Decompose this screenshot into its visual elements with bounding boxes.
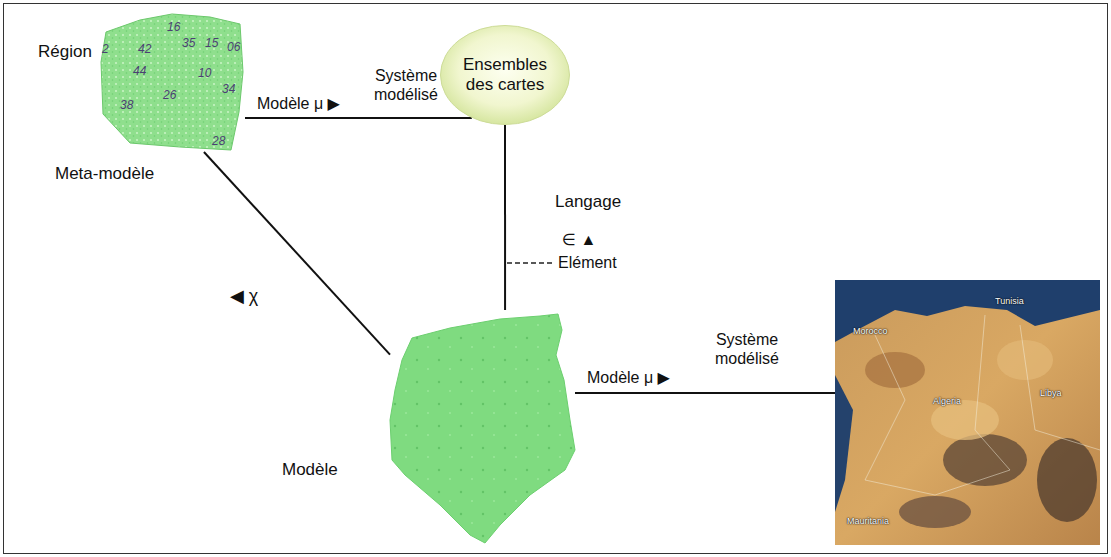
country-border bbox=[865, 470, 1010, 495]
node-outline bbox=[390, 310, 575, 545]
satellite-sea bbox=[835, 280, 1100, 342]
edge-label: Modèle μ ▶ bbox=[255, 94, 342, 113]
frame-border bbox=[4, 4, 1108, 554]
country-border bbox=[1020, 325, 1100, 450]
node-text: Modèle bbox=[282, 460, 338, 480]
region-number: 16 bbox=[167, 20, 180, 34]
region-number: 44 bbox=[133, 64, 146, 78]
region-number: 35 bbox=[182, 36, 195, 50]
region-number: 10 bbox=[198, 66, 211, 80]
node-text: Région bbox=[38, 42, 92, 62]
region-number: 28 bbox=[212, 134, 225, 148]
country-name: Libya bbox=[1040, 388, 1062, 399]
model-map: Modèle bbox=[390, 310, 575, 545]
node-text: Meta-modèle bbox=[55, 164, 154, 184]
algeria-map-shape bbox=[390, 314, 575, 543]
edge-label: ◀ χ bbox=[228, 286, 260, 308]
modelled-system-label: Système modélisé bbox=[703, 330, 791, 368]
satellite-land bbox=[835, 280, 1100, 545]
country-border bbox=[865, 335, 905, 480]
satellite-patch bbox=[1037, 438, 1097, 522]
satellite-picture bbox=[835, 280, 1100, 545]
satellite-patch bbox=[899, 496, 971, 528]
region-map-shape bbox=[101, 14, 243, 150]
connector-line bbox=[204, 152, 390, 355]
region-number: 06 bbox=[227, 40, 240, 54]
country-border bbox=[975, 315, 1010, 470]
region-number: 26 bbox=[163, 88, 176, 102]
element-label: Elément bbox=[558, 253, 617, 272]
region-number: 2 bbox=[102, 42, 109, 56]
connector-line bbox=[245, 117, 472, 119]
ellipse-shape bbox=[441, 26, 570, 125]
node-outline bbox=[835, 280, 1100, 545]
element-dashed-leader bbox=[507, 262, 554, 264]
edge-label: ∈ ▲ bbox=[560, 230, 598, 249]
node-text: Ensembles des cartes bbox=[459, 55, 551, 96]
country-name: Mauritania bbox=[847, 516, 889, 527]
map-set-ellipse: Ensembles des cartes bbox=[440, 25, 570, 125]
connector-line bbox=[575, 392, 835, 394]
satellite-ocean bbox=[835, 375, 853, 512]
country-name: Tunisia bbox=[995, 296, 1024, 307]
language-label: Langage bbox=[555, 192, 621, 212]
region-number: 15 bbox=[205, 36, 218, 50]
satellite-image: Morocco TunisiaAlgeria LibyaMauritania bbox=[835, 280, 1100, 545]
modelled-system-label: Système modélisé bbox=[362, 66, 450, 104]
connector-line bbox=[504, 125, 506, 310]
region-number: 42 bbox=[138, 42, 151, 56]
region-number: 34 bbox=[222, 82, 235, 96]
edge-label: Modèle μ ▶ bbox=[585, 368, 672, 387]
country-name: Morocco bbox=[853, 326, 888, 337]
country-name: Algeria bbox=[933, 396, 961, 407]
satellite-patch bbox=[865, 352, 925, 388]
region-number: 38 bbox=[120, 98, 133, 112]
